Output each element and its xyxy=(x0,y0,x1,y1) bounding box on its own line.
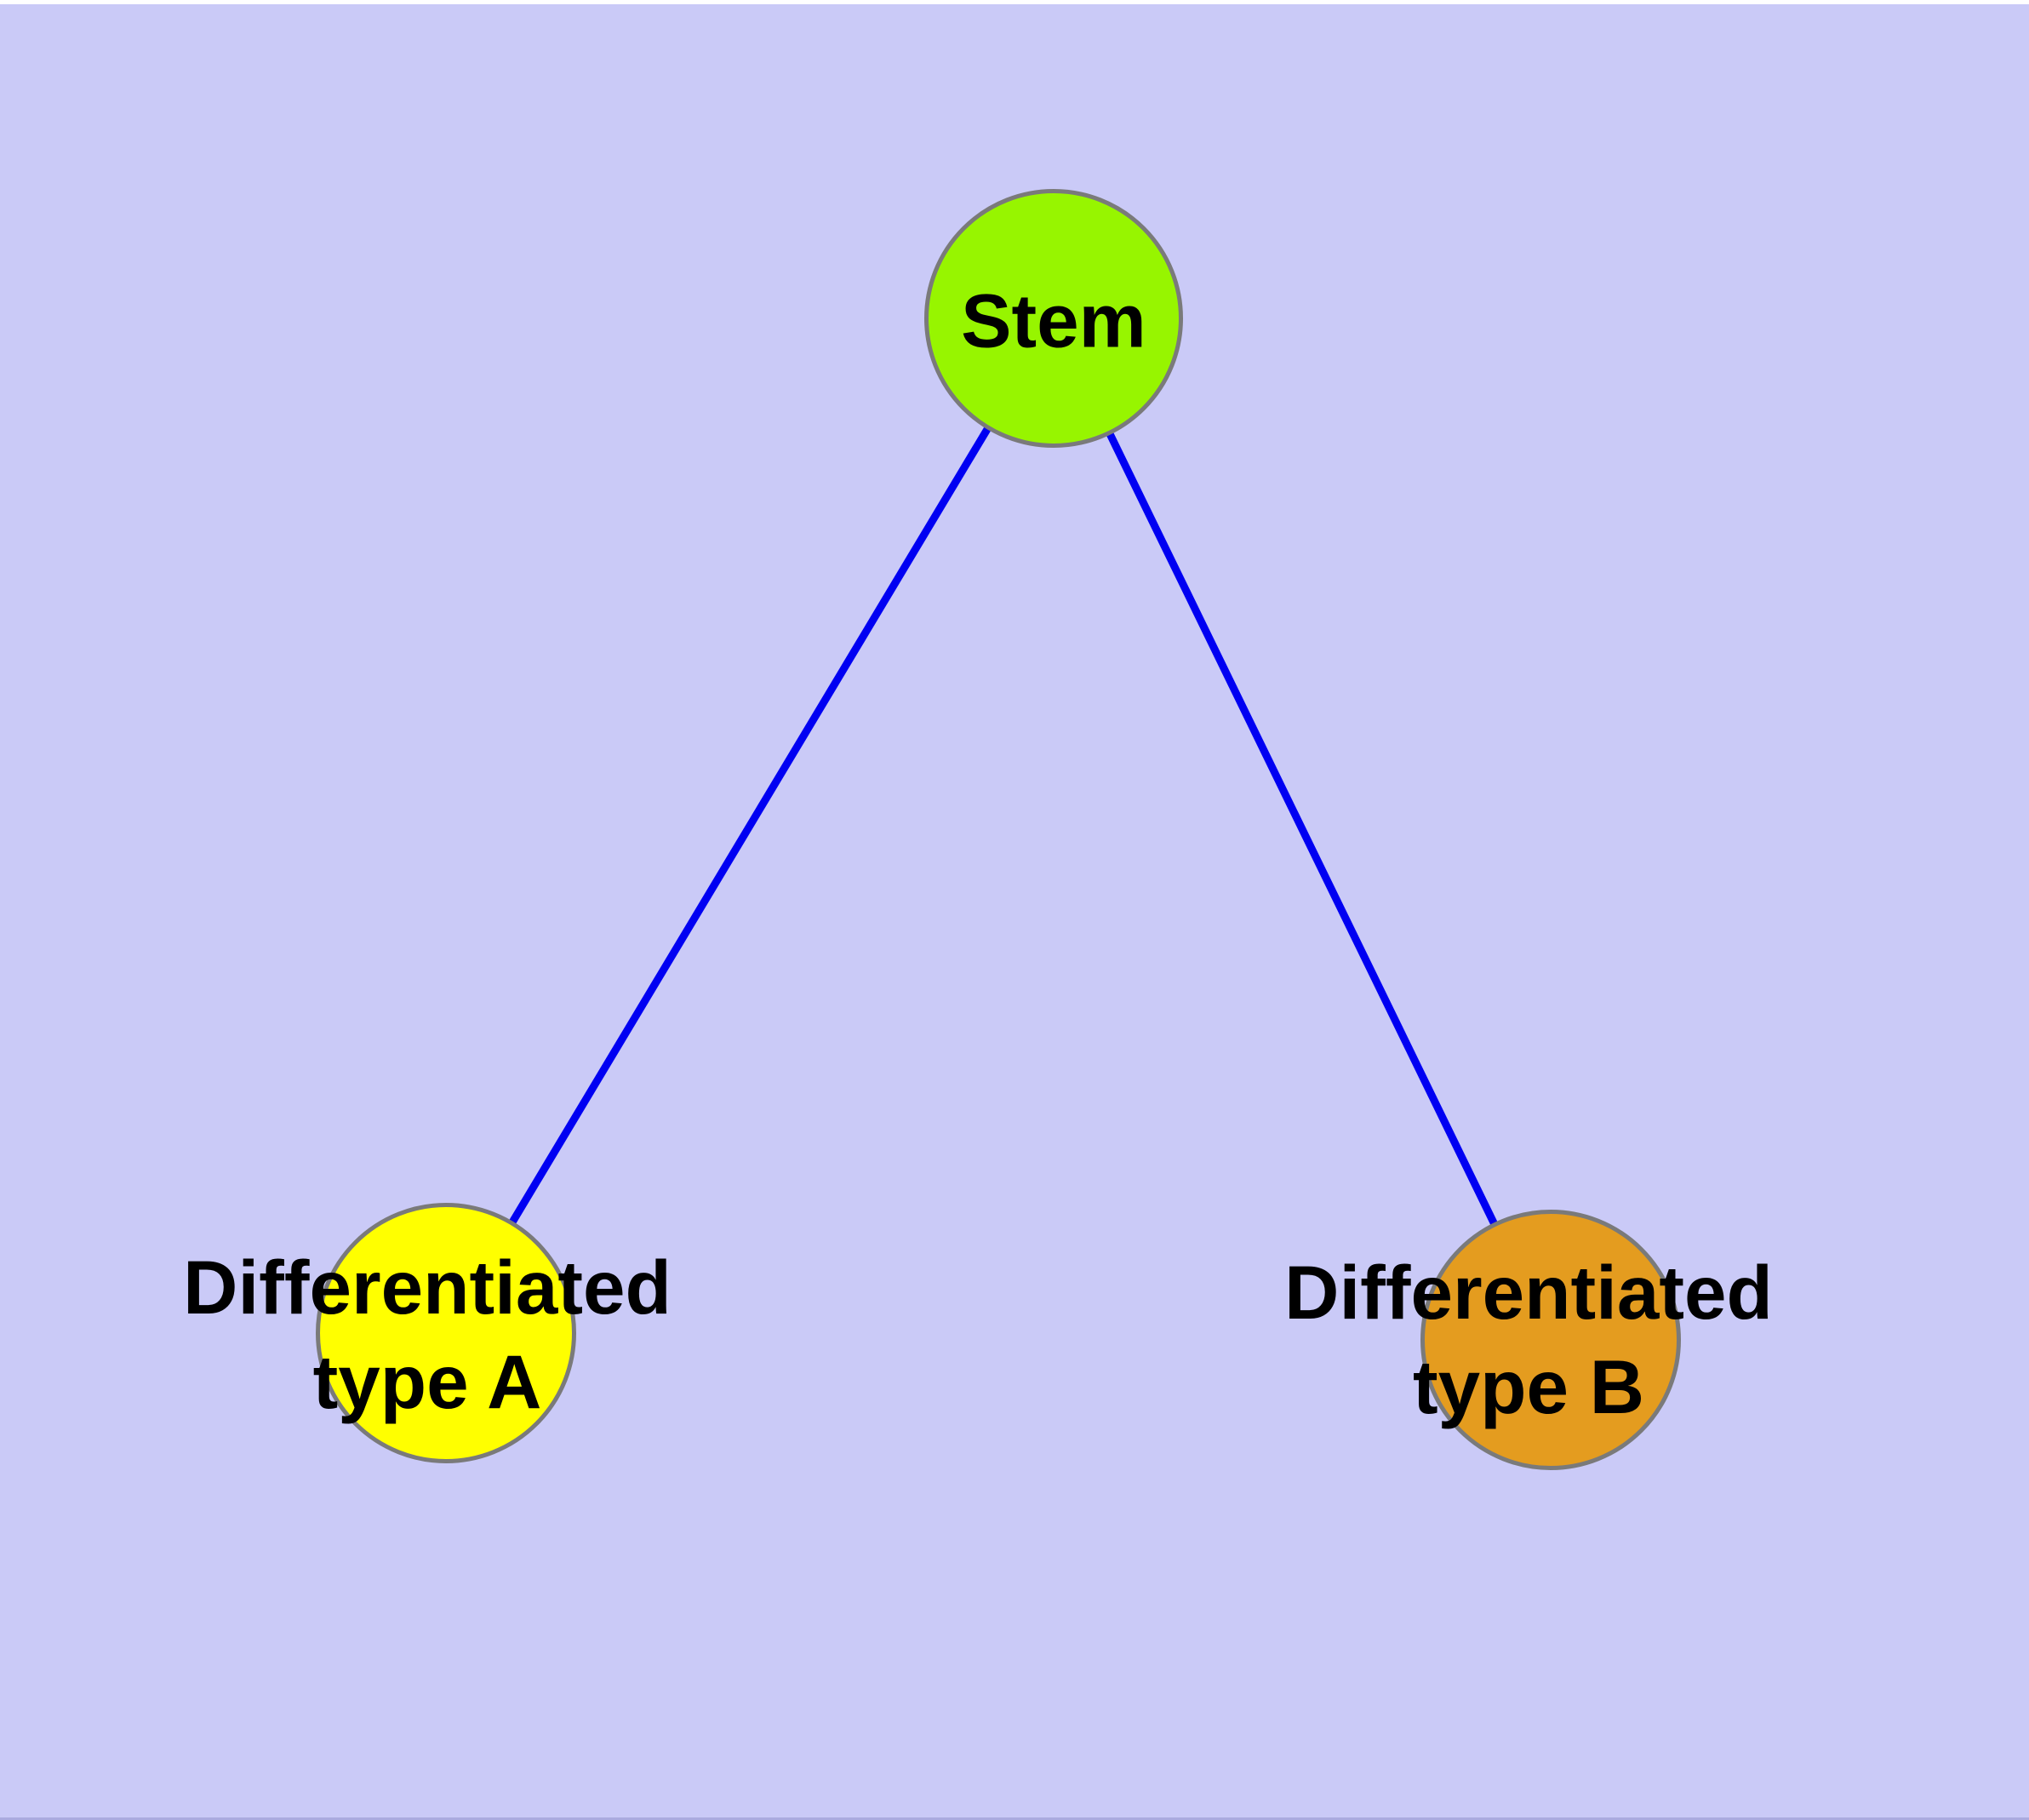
edge-stem-to-differentiated-type-a xyxy=(443,316,1057,1336)
node-differentiated-type-b[interactable] xyxy=(1420,1210,1681,1470)
node-label-line: type A xyxy=(312,1339,542,1424)
node-label-differentiated-type-a: Differentiated type A xyxy=(183,1240,672,1430)
node-label-stem: Stem xyxy=(961,273,1146,368)
node-differentiated-type-a[interactable] xyxy=(316,1203,576,1463)
window-bottom-edge xyxy=(0,1817,2029,1820)
node-label-line: Stem xyxy=(961,278,1146,363)
edge-stem-to-differentiated-type-b xyxy=(1049,317,1555,1342)
node-stem[interactable] xyxy=(924,189,1183,448)
node-label-line: Differentiated xyxy=(1284,1249,1773,1335)
node-label-line: Differentiated xyxy=(183,1244,672,1330)
window-top-edge xyxy=(0,0,2029,4)
node-label-differentiated-type-b: Differentiated type B xyxy=(1284,1245,1773,1435)
node-label-line: type B xyxy=(1412,1344,1644,1429)
